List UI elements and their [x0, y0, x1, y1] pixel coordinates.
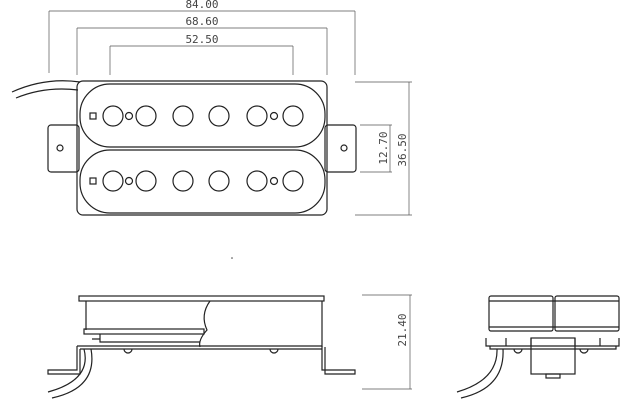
dim-52: 52.50	[185, 33, 218, 46]
screw-hole	[269, 176, 279, 186]
end-view	[456, 295, 620, 399]
marker-square	[89, 177, 97, 185]
dot	[231, 257, 233, 259]
pole-piece	[246, 170, 268, 192]
pole-piece	[208, 170, 230, 192]
top-view	[11, 80, 357, 216]
pole-piece	[172, 170, 194, 192]
dimension-lines	[48, 10, 412, 390]
dim-68: 68.60	[185, 15, 218, 28]
marker-square	[89, 112, 97, 120]
screw-hole	[269, 111, 279, 121]
dim-36: 36.50	[396, 133, 409, 166]
side-view	[47, 295, 356, 399]
pole-piece	[102, 105, 124, 127]
pole-piece	[282, 105, 304, 127]
pole-piece	[172, 105, 194, 127]
pole-piece	[246, 105, 268, 127]
dim-21: 21.40	[396, 313, 409, 346]
dim-12: 12.70	[377, 131, 390, 164]
pole-piece	[135, 105, 157, 127]
pole-piece	[102, 170, 124, 192]
pole-piece	[208, 105, 230, 127]
pole-piece	[282, 170, 304, 192]
screw-hole	[124, 111, 134, 121]
dim-84: 84.00	[185, 0, 218, 11]
screw-hole	[124, 176, 134, 186]
pole-piece	[135, 170, 157, 192]
